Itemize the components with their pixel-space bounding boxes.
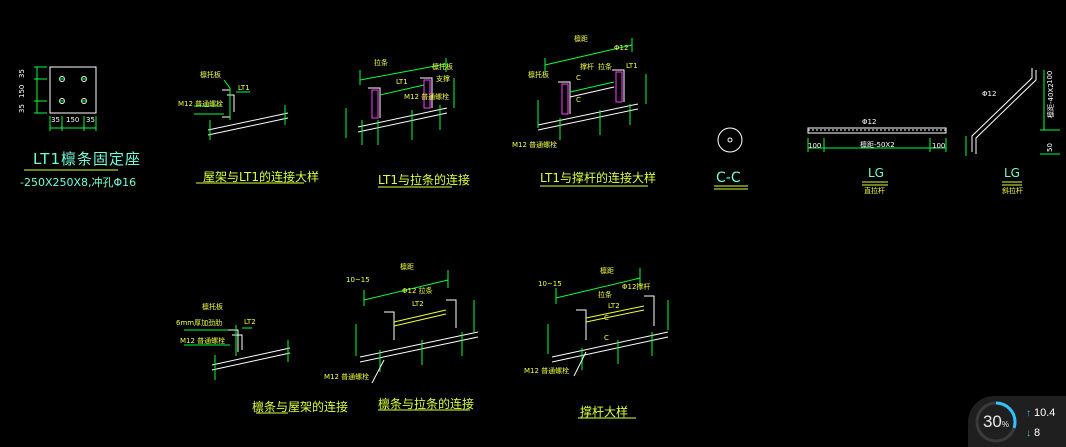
detail-purlin-tie-label-4: LT2 <box>412 300 424 308</box>
detail-lt1-brace-title: LT1与撑杆的连接大样 <box>540 171 656 185</box>
detail-lt1-brace-drawing <box>537 38 648 187</box>
lg-bent-dim: 100 <box>1046 70 1054 84</box>
lg-bent-title: LG <box>1004 166 1020 180</box>
detail-lt1-tie-label-4: M12 普通螺栓 <box>404 93 450 101</box>
detail-lt1-tie-label-1: 拉条 <box>374 59 388 67</box>
detail-lt1-tie-drawing <box>345 58 455 188</box>
lg-straight-subtitle: 直拉杆 <box>864 187 885 195</box>
detail-brace-label-1: 檩距 <box>600 267 614 275</box>
detail-lt1-brace-label-3: 撑杆 <box>580 63 594 71</box>
detail-purlin-label-2: 6mm厚加劲肋 <box>176 319 223 327</box>
plate-dim-v-1: 35 <box>18 69 26 78</box>
detail-lt1-brace-label-5: LT1 <box>626 62 638 70</box>
detail-purlin-tie-label-1: 檩距 <box>400 263 414 271</box>
detail-lt1-label-1: 檩托板 <box>200 71 221 79</box>
detail-brace-label-2: 10~15 <box>538 280 562 288</box>
section-cc-drawing <box>714 127 748 190</box>
arrow-up-icon: ↑ <box>1026 408 1031 419</box>
detail-purlin-tie-label-3: Φ12 拉条 <box>402 287 433 295</box>
detail-lt1-drawing <box>194 79 304 184</box>
detail-lt1-brace-label-4: 拉条 <box>598 63 612 71</box>
detail-lt1-brace-label-8: C <box>576 74 581 82</box>
plate-dim-h-3: 35 <box>86 116 95 124</box>
detail-purlin-title: 檩条与屋架的连接 <box>252 400 349 414</box>
detail-purlin-label-1: 檩托板 <box>202 303 223 311</box>
performance-widget[interactable]: 30% ↑10.4 ↓8 <box>968 396 1066 447</box>
detail-purlin-label-4: M12 普通螺栓 <box>180 337 226 345</box>
detail-lt1-label-2: LT1 <box>238 84 250 92</box>
detail-lt1-brace-label-9: C <box>576 96 581 104</box>
detail-purlin-label-3: LT2 <box>244 318 256 326</box>
detail-lt1-brace-label-7: M12 普通螺栓 <box>512 141 558 149</box>
plate-subtitle: -250X250X8,冲孔Φ16 <box>20 176 137 189</box>
lg-bent-dim2: 50 <box>1046 143 1054 152</box>
detail-purlin-tie-title: 檩条与拉条的连接 <box>378 397 475 411</box>
plate-dim-h-2: 150 <box>66 116 80 124</box>
detail-lt1-tie-label-2: 檩托板 <box>432 63 453 71</box>
detail-lt1-tie-label-3: LT1 <box>396 78 408 86</box>
lg-bent-dia: Φ12 <box>982 90 997 98</box>
lg-bent-note: 檩距-40X2 <box>1047 83 1055 118</box>
cpu-usage-percent: 30% <box>982 412 1010 431</box>
plate-dim-v-3: 35 <box>18 104 26 113</box>
detail-brace-drawing <box>547 268 669 419</box>
lg-straight-dim-left: 100 <box>808 142 822 150</box>
detail-lt1-tie-title: LT1与拉条的连接 <box>378 173 470 187</box>
detail-brace-title: 撑杆大样 <box>580 405 629 419</box>
plate-dim-h-1: 35 <box>51 116 60 124</box>
detail-purlin-tie-label-2: 10~15 <box>346 276 370 284</box>
detail-purlin-tie-label-5: M12 普通螺栓 <box>324 373 370 381</box>
detail-brace-label-7: C <box>604 334 609 342</box>
detail-brace-label-4: Φ12撑杆 <box>622 283 651 291</box>
plate-drawing <box>24 66 118 171</box>
detail-lt1-label-3: M12 普通螺栓 <box>178 100 224 108</box>
detail-lt1-brace-label-1: 檩距 <box>574 35 588 43</box>
detail-lt1-brace-label-6: 檩托板 <box>528 71 549 79</box>
download-speed: ↓8 <box>1026 427 1041 439</box>
detail-brace-label-5: LT2 <box>608 302 620 310</box>
lg-bent-subtitle: 斜拉杆 <box>1002 187 1023 195</box>
detail-brace-label-3: 拉条 <box>598 291 612 299</box>
detail-lt1-title: 屋架与LT1的连接大样 <box>203 170 319 184</box>
detail-lt1-brace-label-2: Φ12 <box>614 44 629 52</box>
plate-title: LT1檩条固定座 <box>33 150 141 168</box>
upload-speed: ↑10.4 <box>1026 407 1056 419</box>
detail-lt1-tie-label-5: 支撑 <box>436 75 450 83</box>
detail-purlin-drawing <box>184 325 291 414</box>
section-cc-title: C-C <box>716 170 741 186</box>
cpu-usage-ring-icon <box>975 401 1017 443</box>
lg-straight-dim-right: 100 <box>932 142 946 150</box>
lg-straight-title: LG <box>868 166 884 180</box>
lg-bent-drawing <box>965 68 1060 186</box>
detail-brace-label-8: M12 普通螺栓 <box>524 367 570 375</box>
arrow-down-icon: ↓ <box>1026 428 1031 439</box>
plate-dim-v-2: 150 <box>18 84 26 98</box>
lg-straight-dia: Φ12 <box>862 118 877 126</box>
detail-brace-label-6: C <box>604 314 609 322</box>
lg-straight-drawing <box>807 127 947 186</box>
detail-purlin-tie-drawing <box>355 270 479 411</box>
lg-straight-note: 檩距-50X2 <box>860 141 895 149</box>
